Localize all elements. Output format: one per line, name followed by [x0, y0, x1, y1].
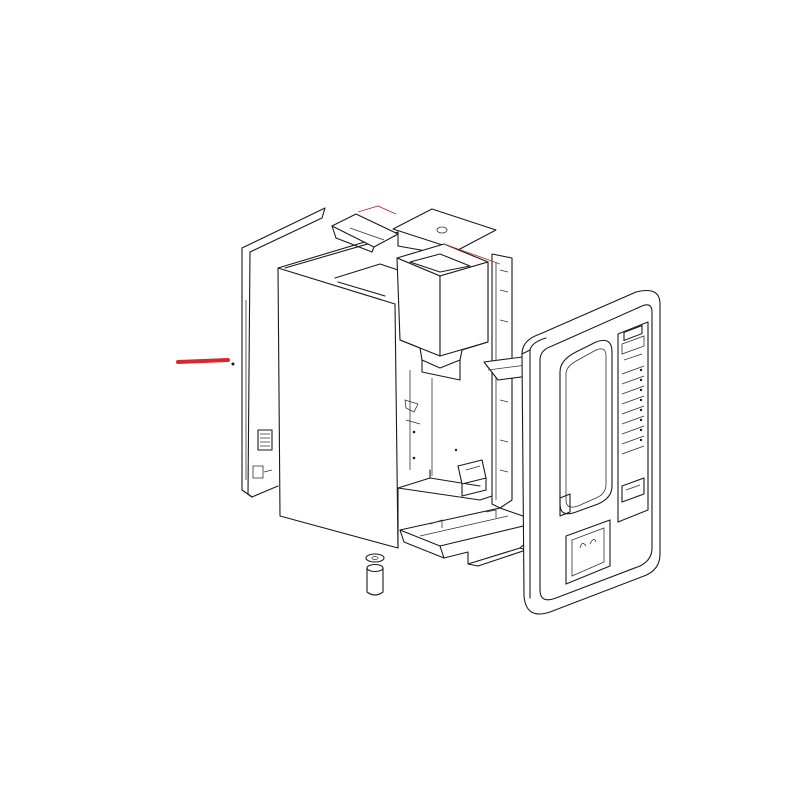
canister[interactable] [396, 243, 501, 381]
top-cover[interactable] [331, 205, 497, 253]
pointer-arrow [176, 358, 230, 364]
support-foot[interactable] [365, 553, 385, 596]
cup-holder[interactable] [457, 459, 487, 497]
rear-panel[interactable] [231, 207, 326, 498]
drip-tray[interactable] [399, 507, 541, 567]
screw-icon [231, 362, 235, 366]
front-door[interactable] [521, 289, 661, 615]
